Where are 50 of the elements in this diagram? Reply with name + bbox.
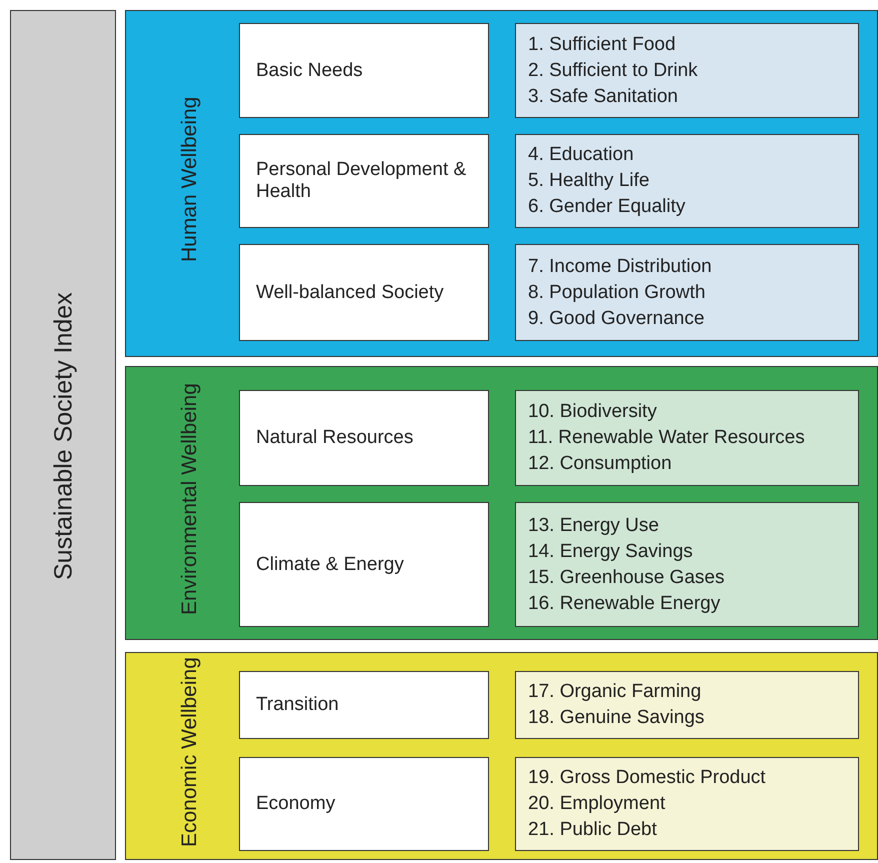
indicator-label: 15. Greenhouse Gases <box>528 566 726 590</box>
subcategory-label: Well-balanced Society <box>256 282 444 304</box>
indicator-label: 7. Income Distribution <box>528 254 713 278</box>
indicator-box <box>515 390 859 486</box>
indicator-label: 19. Gross Domestic Product <box>528 766 767 790</box>
subcategory-label: Personal Development & Health <box>256 159 468 203</box>
indicator-box <box>515 244 859 341</box>
subcategory-label: Natural Resources <box>256 427 414 449</box>
index-title: Sustainable Society Index <box>48 291 78 582</box>
indicator-label: 21. Public Debt <box>528 818 658 842</box>
indicator-label: 9. Good Governance <box>528 306 706 330</box>
indicator-label: 10. Biodiversity <box>528 400 658 424</box>
indicator-label: 6. Gender Equality <box>528 195 686 219</box>
indicator-box <box>515 757 859 851</box>
subcategory-label: Economy <box>256 793 336 815</box>
indicator-label: 2. Sufficient to Drink <box>528 58 699 82</box>
indicator-label: 17. Organic Farming <box>528 680 702 704</box>
indicator-label: 18. Genuine Savings <box>528 706 706 730</box>
indicator-label: 8. Population Growth <box>528 280 706 304</box>
subcategory-box <box>239 134 489 228</box>
subcategory-box <box>239 390 489 486</box>
indicator-label: 1. Sufficient Food <box>528 32 677 56</box>
indicator-label: 13. Energy Use <box>528 514 660 538</box>
index-bar <box>10 10 116 860</box>
indicator-box <box>515 23 859 118</box>
indicator-box <box>515 671 859 739</box>
band-title: Environmental Wellbeing <box>177 382 202 617</box>
indicator-label: 11. Renewable Water Resources <box>528 426 806 450</box>
indicator-box <box>515 502 859 627</box>
indicator-label: 5. Healthy Life <box>528 169 650 193</box>
subcategory-box <box>239 23 489 118</box>
subcategory-box <box>239 502 489 627</box>
category-band <box>125 10 878 357</box>
band-title: Economic Wellbeing <box>177 656 202 849</box>
subcategory-label: Basic Needs <box>256 60 363 82</box>
indicator-label: 4. Education <box>528 143 635 167</box>
subcategory-label: Climate & Energy <box>256 554 404 576</box>
subcategory-label: Transition <box>256 694 339 716</box>
subcategory-box <box>239 757 489 851</box>
band-title: Human Wellbeing <box>177 96 202 264</box>
indicator-label: 3. Safe Sanitation <box>528 84 679 108</box>
indicator-label: 16. Renewable Energy <box>528 592 722 616</box>
category-band <box>125 366 878 640</box>
indicator-box <box>515 134 859 228</box>
subcategory-box <box>239 671 489 739</box>
indicator-label: 20. Employment <box>528 792 666 816</box>
indicator-label: 14. Energy Savings <box>528 540 694 564</box>
category-band <box>125 652 878 860</box>
subcategory-box <box>239 244 489 341</box>
indicator-label: 12. Consumption <box>528 452 673 476</box>
